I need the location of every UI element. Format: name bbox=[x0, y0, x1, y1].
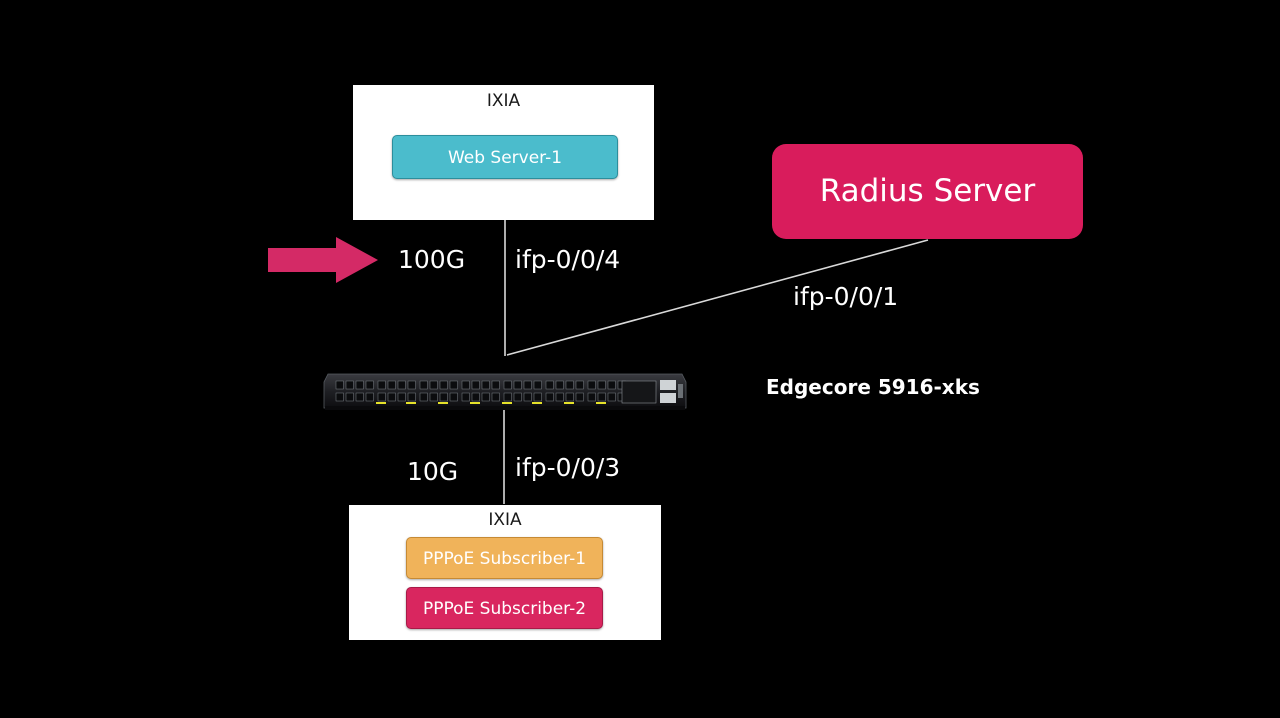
edgecore-switch-icon bbox=[323, 373, 687, 410]
ixia-top-title: IXIA bbox=[486, 91, 521, 111]
pppoe-subscriber-2-box: PPPoE Subscriber-2 bbox=[406, 587, 603, 629]
radius-link-port: ifp-0/0/1 bbox=[793, 282, 899, 311]
ixia-top-panel: IXIA Web Server-1 bbox=[353, 85, 654, 220]
web-server-box: Web Server-1 bbox=[392, 135, 618, 179]
top-link-port: ifp-0/0/4 bbox=[515, 245, 621, 274]
pointer-arrow-icon bbox=[268, 237, 378, 283]
switch-model-label: Edgecore 5916-xks bbox=[766, 375, 980, 399]
bottom-link-port: ifp-0/0/3 bbox=[515, 453, 621, 482]
ixia-bottom-title: IXIA bbox=[488, 510, 522, 530]
link-radius-switch bbox=[506, 239, 929, 356]
radius-server-box: Radius Server bbox=[772, 144, 1083, 239]
pppoe-subscriber-1-box: PPPoE Subscriber-1 bbox=[406, 537, 603, 579]
top-link-speed: 100G bbox=[398, 245, 466, 274]
ixia-bottom-panel: IXIA PPPoE Subscriber-1 PPPoE Subscriber… bbox=[349, 505, 661, 640]
bottom-link-speed: 10G bbox=[407, 457, 459, 486]
